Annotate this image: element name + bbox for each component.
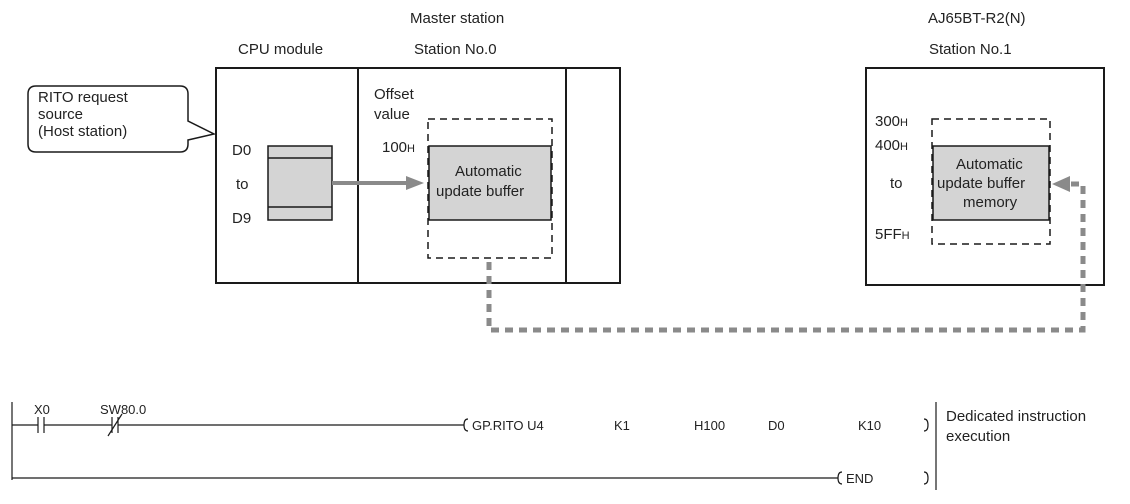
ladder-arg-h100: H100 <box>694 418 726 433</box>
callout-text-2: source <box>38 106 84 123</box>
ladder-arg-d0: D0 <box>768 418 785 433</box>
remote-station-frame <box>865 67 1105 286</box>
master-station-frame <box>215 67 621 284</box>
ladder-diagram <box>11 402 937 490</box>
remote-module-title: AJ65BT-R2(N) <box>928 10 1026 27</box>
ladder-comment-1: Dedicated instruction <box>946 408 1087 425</box>
remote-addr-300-suffix: H <box>900 117 908 129</box>
ladder-contact-x0: X0 <box>34 402 50 417</box>
device-d9-label: D9 <box>232 210 252 227</box>
ladder-contact-sw80: SW80.0 <box>100 402 147 417</box>
remote-buffer-text-2: update buffer <box>937 175 1026 192</box>
master-buffer-dashed-frame <box>427 118 553 259</box>
offset-100-value: 100 <box>382 139 408 156</box>
ladder-arg-k10: K10 <box>858 418 882 433</box>
remote-addr-400-suffix: H <box>900 141 908 153</box>
cpu-module-label: CPU module <box>238 41 324 58</box>
remote-buffer-area <box>932 145 1050 221</box>
remote-buffer-dashed-frame <box>931 118 1051 245</box>
device-d0-label: D0 <box>232 142 252 159</box>
remote-transfer-arrow-head <box>1052 176 1070 192</box>
master-buffer-text-1: Automatic <box>455 163 522 180</box>
ladder-arg-k1: K1 <box>614 418 630 433</box>
master-buffer-text-2: update buffer <box>436 183 525 200</box>
remote-addr-to: to <box>890 175 903 192</box>
remote-addr-300: 300H <box>875 113 908 130</box>
ladder-comment-2: execution <box>946 428 1011 445</box>
remote-addr-300-value: 300 <box>875 113 901 130</box>
remote-addr-5ff-value: 5FF <box>875 226 902 243</box>
offset-label-1: Offset <box>374 86 414 103</box>
offset-100-label: 100H <box>382 139 415 156</box>
remote-station-number: Station No.1 <box>929 41 1012 58</box>
callout-text-1: RITO request <box>38 89 128 106</box>
remote-buffer-text-1: Automatic <box>956 156 1023 173</box>
master-buffer-area <box>428 145 552 221</box>
offset-label-2: value <box>374 106 410 123</box>
device-to-label: to <box>236 176 249 193</box>
master-station-title: Master station <box>410 10 505 27</box>
callout-shape <box>27 85 217 153</box>
remote-transfer-path <box>486 181 1086 333</box>
ladder-instruction: GP.RITO U4 <box>472 418 544 433</box>
master-station-number: Station No.0 <box>414 41 497 58</box>
offset-100-suffix: H <box>407 143 415 155</box>
remote-addr-5ff: 5FFH <box>875 226 910 243</box>
remote-addr-400-value: 400 <box>875 137 901 154</box>
remote-addr-5ff-suffix: H <box>901 230 910 242</box>
remote-addr-400: 400H <box>875 137 908 154</box>
transfer-arrow-head <box>406 176 424 190</box>
remote-buffer-text-3: memory <box>963 194 1018 211</box>
device-register-stack <box>267 145 333 221</box>
ladder-end: END <box>846 471 874 486</box>
callout-text-3: (Host station) <box>38 123 128 140</box>
